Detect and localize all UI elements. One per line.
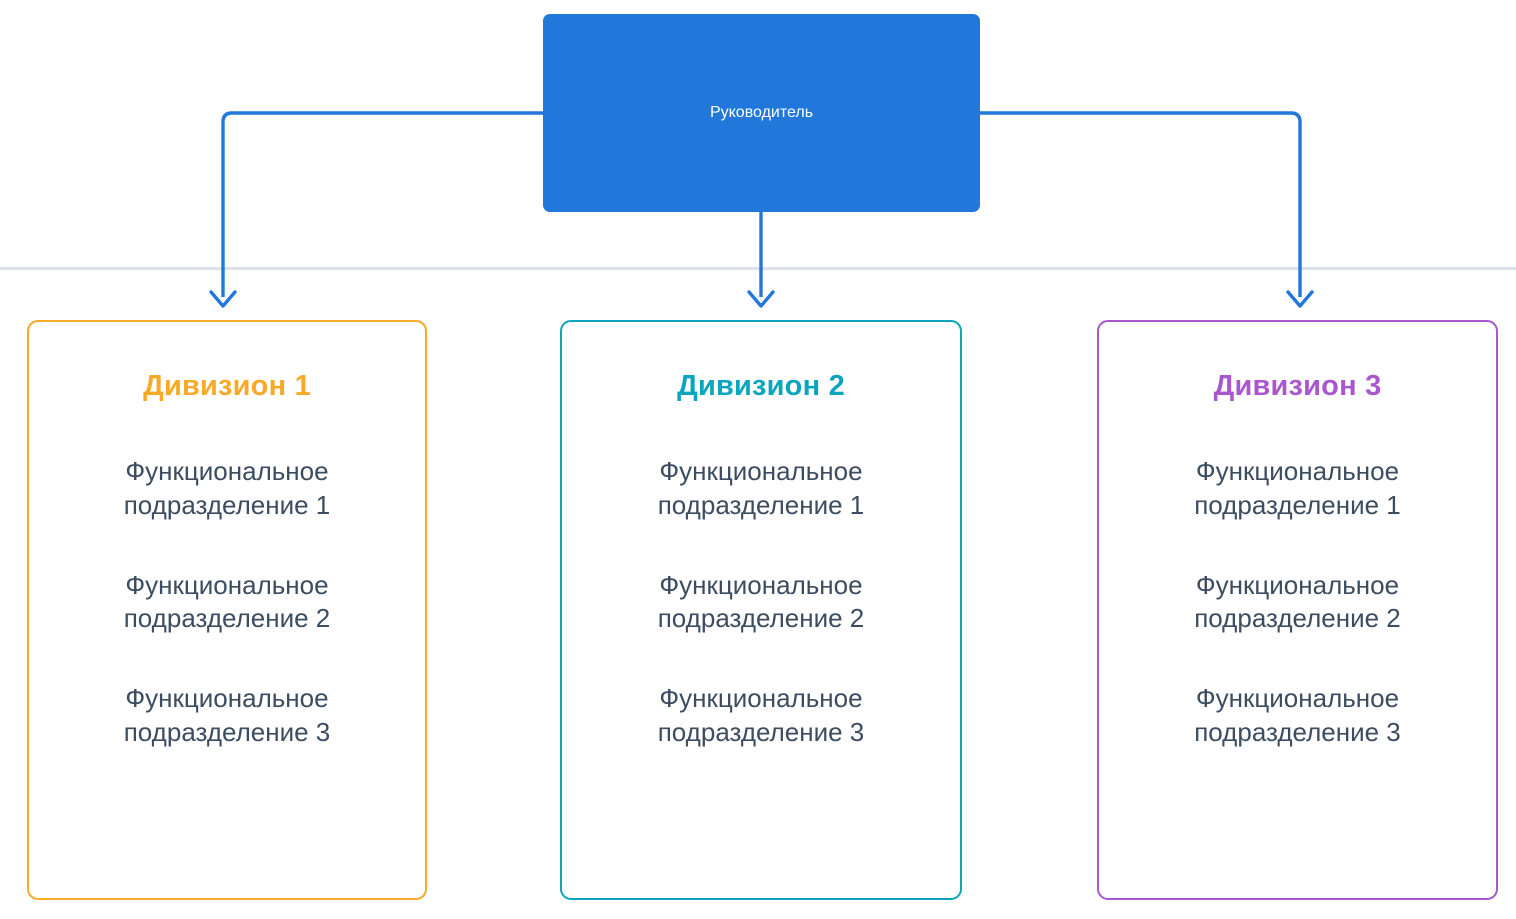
unit-item: Функциональное подразделение 3 [1194,683,1401,747]
leader-node[interactable]: Руководитель [543,14,980,212]
unit-item: Функциональное подразделение 3 [657,683,865,747]
division-title-2: Дивизион 2 [677,370,845,402]
unit-list-1: Функциональное подразделение 1 Функциона… [29,455,425,749]
unit-list-3: Функциональное подразделение 1 Функциона… [1099,455,1496,749]
unit-item: Функциональное подразделение 2 [1194,569,1401,634]
division-node-2[interactable]: Дивизион 2 Функциональное подразделение … [560,320,962,900]
unit-item: Функциональное подразделение 2 [657,569,865,634]
unit-item: Функциональное подразделение 2 [123,569,331,634]
unit-item: Функциональное подразделение 1 [1194,456,1401,520]
leader-title: Руководитель [709,104,814,121]
unit-item: Функциональное подразделение 1 [123,456,331,520]
unit-list-2: Функциональное подразделение 1 Функциона… [562,455,960,749]
connector-leader-to-division-3 [980,111,1302,297]
arrowhead-division-1 [209,290,237,308]
division-node-1[interactable]: Дивизион 1 Функциональное подразделение … [27,320,427,900]
division-title-1: Дивизион 1 [143,370,311,402]
connector-leader-to-division-1 [221,111,543,297]
arrowhead-division-3 [1286,290,1314,308]
division-title-3: Дивизион 3 [1213,370,1382,402]
arrowhead-division-2 [747,290,775,308]
division-node-3[interactable]: Дивизион 3 Функциональное подразделение … [1097,320,1498,900]
unit-item: Функциональное подразделение 1 [657,456,865,520]
unit-item: Функциональное подразделение 3 [123,683,331,747]
